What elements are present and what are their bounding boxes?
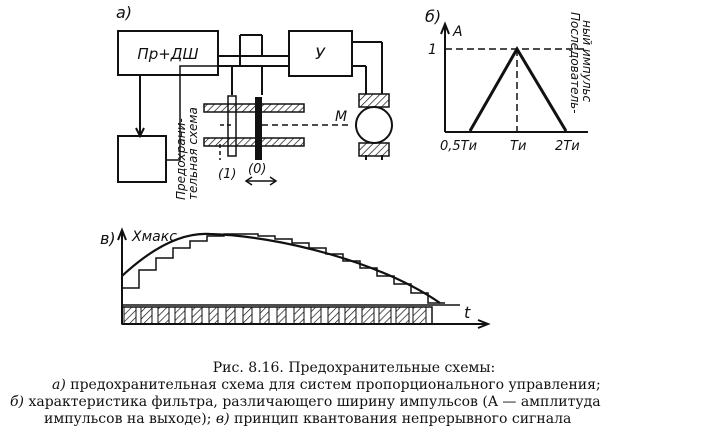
pulse <box>378 306 392 325</box>
pulse <box>140 306 153 325</box>
pulse <box>174 306 186 325</box>
pulse <box>276 306 287 325</box>
panel-c-label: в) <box>100 229 116 248</box>
caption-c-text-2: принцип квантования непрерывного сигнала <box>229 411 572 427</box>
pulse <box>157 306 170 325</box>
xmax-label: Xмакс <box>131 229 177 245</box>
motor-label: М <box>335 109 347 125</box>
block-u-label: У <box>315 44 326 63</box>
caption-line-b: б) характеристика фильтра, различающего … <box>10 394 601 411</box>
caption-b-prefix: б) <box>10 394 25 410</box>
pulse <box>327 306 340 325</box>
tick-05t: 0,5Tи <box>440 139 477 154</box>
axis-a-label: A <box>452 24 463 40</box>
sequential-pulse-1: Последователь- <box>568 12 582 114</box>
continuous-signal <box>121 232 441 304</box>
caption-line-c: импульсов на выходе); в) принцип квантов… <box>44 411 571 428</box>
filter-characteristic <box>468 46 568 132</box>
tick-2t: 2Tи <box>555 139 580 154</box>
block-safety <box>117 135 167 183</box>
pulse <box>259 306 270 325</box>
block-pr-label: Пр+ДШ <box>137 45 198 63</box>
position-1-label: (1) <box>218 167 236 182</box>
tick-t: Tи <box>510 139 526 154</box>
panel-c <box>117 227 491 329</box>
safety-text-2: тельная схема <box>186 107 200 200</box>
pulse-train <box>121 306 433 325</box>
panel-a <box>117 30 393 186</box>
pulse <box>361 306 375 325</box>
pulse <box>191 306 203 325</box>
panel-b-label: б) <box>425 7 441 26</box>
level-one-label: 1 <box>428 42 437 58</box>
block-u <box>288 30 353 77</box>
pulse <box>225 306 236 325</box>
caption-c-prefix: в) <box>215 411 230 427</box>
pulse <box>344 306 357 325</box>
pulse <box>123 306 137 325</box>
caption-c-text-1: импульсов на выходе); <box>44 411 216 427</box>
pulse <box>208 306 219 325</box>
quantized-signal <box>122 233 445 304</box>
safety-text-1: Предохрани- <box>174 118 188 200</box>
pulse <box>412 306 427 325</box>
t-axis-label: t <box>464 303 471 322</box>
motor <box>355 106 393 144</box>
caption-title: Рис. 8.16. Предохранительные схемы: <box>212 360 496 376</box>
block-pr-dsh <box>117 30 219 76</box>
panel-a-label: а) <box>116 3 132 22</box>
pulse <box>293 306 305 325</box>
caption-a-text: предохранительная схема для систем пропо… <box>65 377 601 393</box>
pulse <box>242 306 253 325</box>
position-0-label: (0) <box>248 162 266 177</box>
panel-b <box>440 21 588 133</box>
caption-a-prefix: а) <box>52 377 66 393</box>
pulse <box>310 306 322 325</box>
caption-line-a: а) предохранительная схема для систем пр… <box>52 377 601 394</box>
pulse <box>395 306 410 325</box>
sequential-pulse-2: ный импульс <box>580 20 594 102</box>
caption-b-text: характеристика фильтра, различающего шир… <box>24 394 601 410</box>
